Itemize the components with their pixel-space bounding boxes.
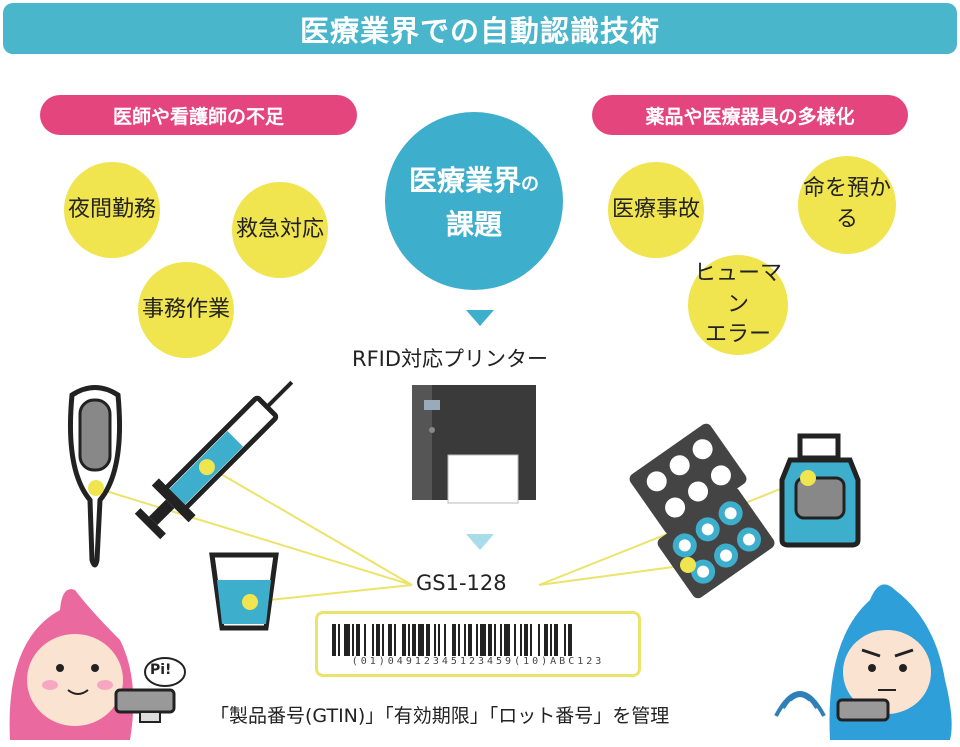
scanner-right-icon	[836, 698, 890, 722]
barcode-bar	[500, 624, 502, 656]
center-line1-particle: の	[521, 174, 539, 195]
barcode-bar	[464, 624, 466, 656]
center-issue-circle: 医療業界の 課題	[385, 112, 563, 290]
left-issue-pill: 医師や看護師の不足	[40, 95, 357, 135]
bubble-office-work: 事務作業	[138, 262, 234, 358]
barcode-bar	[438, 624, 440, 656]
barcode-bar	[452, 624, 456, 656]
center-line1: 医療業界	[408, 164, 521, 197]
human-error-line1: ヒューマン	[693, 260, 782, 317]
barcode-bar	[544, 624, 548, 656]
barcode-bar	[488, 624, 492, 656]
barcode-bars	[332, 624, 620, 656]
barcode-bar	[408, 624, 410, 656]
barcode-box: (01)04912345123459(10)ABC123	[315, 611, 641, 677]
barcode-bar	[356, 624, 360, 656]
wifi-icon	[774, 691, 826, 717]
cup-icon	[209, 552, 279, 631]
speech-bubble	[144, 657, 186, 687]
center-line2: 課題	[445, 208, 502, 241]
barcode-bar	[376, 624, 380, 656]
barcode-bar	[352, 624, 354, 656]
arrow-down-light-icon	[466, 534, 494, 550]
barcode-bar	[344, 624, 350, 656]
pink-nurse-character	[9, 589, 134, 740]
barcode-bar	[394, 624, 396, 656]
barcode-bar	[402, 624, 406, 656]
bubble-emergency: 救急対応	[232, 182, 328, 278]
barcode-bar	[364, 624, 366, 656]
scanner-icon	[114, 688, 176, 723]
pill-blister-icon	[629, 423, 775, 599]
barcode-bar	[524, 624, 528, 656]
barcode-bar	[418, 624, 424, 656]
human-error-line2: エラー	[704, 322, 771, 348]
caption: 「製品番号(GTIN)」「有効期限」「ロット番号」を管理	[210, 705, 670, 727]
barcode-bar	[554, 624, 558, 656]
barcode-text: (01)04912345123459(10)ABC123	[351, 656, 605, 667]
barcode-label: GS1-128	[416, 571, 507, 595]
barcode-bar	[458, 624, 460, 656]
barcode-bar	[434, 624, 436, 656]
barcode-bar	[468, 624, 472, 656]
printer-label: RFID対応プリンター	[352, 347, 549, 371]
barcode-bar	[338, 624, 340, 656]
bubble-human-error: ヒューマン エラー	[688, 255, 788, 355]
barcode-bar	[412, 624, 416, 656]
barcode-bar	[572, 624, 574, 656]
barcode-bar	[388, 624, 392, 656]
medicine-bottle-icon	[779, 433, 861, 548]
barcode-bar	[426, 624, 430, 656]
barcode-bar	[550, 624, 552, 656]
barcode-bar	[372, 624, 374, 656]
barcode-bar	[444, 624, 446, 656]
barcode-bar	[382, 624, 384, 656]
barcode-bar	[514, 624, 516, 656]
barcode-bar	[494, 624, 496, 656]
barcode-bar	[568, 624, 572, 656]
barcode-bar	[520, 624, 522, 656]
arrow-down-icon	[466, 310, 494, 326]
barcode-bar	[564, 624, 566, 656]
right-issue-pill: 薬品や医療器具の多様化	[592, 95, 908, 135]
syringe-icon	[134, 380, 294, 540]
barcode-bar	[530, 624, 532, 656]
barcode-bar	[504, 624, 510, 656]
barcode-bar	[480, 624, 486, 656]
thermometer-icon	[68, 385, 122, 568]
barcode-bar	[538, 624, 540, 656]
bubble-life: 命を預かる	[798, 156, 896, 254]
barcode-bar	[332, 624, 336, 656]
barcode-bar	[476, 624, 478, 656]
bubble-medical-accident: 医療事故	[608, 162, 704, 258]
speech-text: Pi!	[150, 662, 172, 678]
page-title: 医療業界での自動認識技術	[3, 3, 957, 54]
bubble-night-shift: 夜間勤務	[64, 162, 160, 258]
printer-icon	[412, 385, 536, 504]
